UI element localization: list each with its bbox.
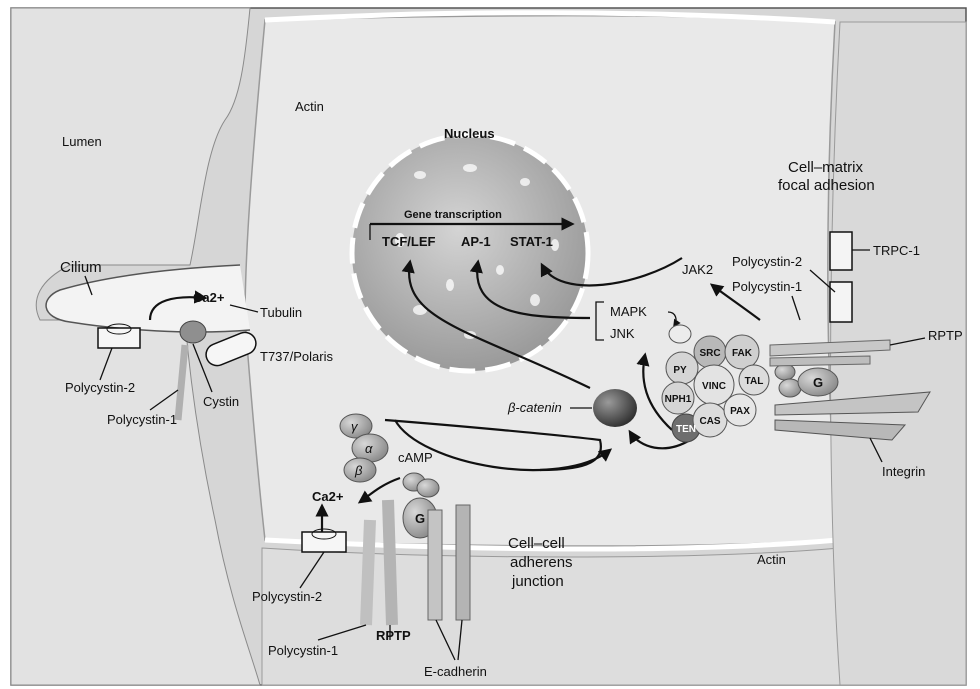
- label-g-bottom: G: [415, 511, 425, 526]
- label-alpha: α: [365, 441, 373, 456]
- g-protein-right-small-1: [775, 364, 795, 380]
- polycystin2-cilium-channel: [98, 328, 140, 348]
- fa-node-src: SRC: [699, 348, 720, 359]
- fa-node-pax: PAX: [730, 406, 750, 417]
- label-polycystin2-bottom: Polycystin-2: [252, 589, 322, 604]
- label-tcf-lef: TCF/LEF: [382, 234, 435, 249]
- label-beta: β: [354, 463, 363, 478]
- label-tubulin: Tubulin: [260, 305, 302, 320]
- fa-node-py: PY: [673, 365, 687, 376]
- label-e-cadherin: E-cadherin: [424, 664, 487, 679]
- label-polycystin2-left: Polycystin-2: [65, 380, 135, 395]
- label-rptp-bottom: RPTP: [376, 628, 411, 643]
- label-ap1: AP-1: [461, 234, 491, 249]
- beta-catenin-protein: [593, 389, 637, 427]
- label-trpc1: TRPC-1: [873, 243, 920, 258]
- label-polycystin2-right: Polycystin-2: [732, 254, 802, 269]
- label-cell-matrix-1: Cell–matrix: [788, 159, 864, 176]
- label-mapk: MAPK: [610, 304, 647, 319]
- label-rptp-right: RPTP: [928, 328, 963, 343]
- label-polycystin1-right: Polycystin-1: [732, 279, 802, 294]
- label-cell-cell-1: Cell–cell: [508, 535, 565, 552]
- label-t737-polaris: T737/Polaris: [260, 349, 333, 364]
- fa-node-tal: TAL: [745, 376, 764, 387]
- fa-node-cas: CAS: [699, 416, 720, 427]
- label-jnk: JNK: [610, 326, 635, 341]
- cystin-protein: [180, 321, 206, 343]
- label-ca-top: Ca2+: [193, 290, 225, 305]
- label-cell-cell-3: junction: [511, 573, 564, 590]
- label-lumen: Lumen: [62, 134, 102, 149]
- label-cell-cell-2: adherens: [510, 554, 573, 571]
- label-cilium: Cilium: [60, 259, 102, 276]
- label-nucleus: Nucleus: [444, 126, 495, 141]
- label-cystin: Cystin: [203, 394, 239, 409]
- label-actin-top: Actin: [295, 99, 324, 114]
- e-cadherin-2: [456, 505, 470, 620]
- label-polycystin1-left: Polycystin-1: [107, 412, 177, 427]
- label-actin-bottom: Actin: [757, 552, 786, 567]
- label-ca-bottom: Ca2+: [312, 489, 344, 504]
- e-cadherin-1: [428, 510, 442, 620]
- g-protein-bottom-2: [417, 479, 439, 497]
- label-polycystin1-bottom: Polycystin-1: [268, 643, 338, 658]
- polycystin2-bottom-channel: [302, 532, 346, 552]
- label-beta-catenin: β-catenin: [507, 400, 562, 415]
- fa-node-fak: FAK: [732, 348, 753, 359]
- trpc1-channel: [830, 232, 852, 270]
- fa-node-nph1: NPH1: [665, 394, 692, 405]
- polycystin1-bottom-stalk: [366, 520, 370, 625]
- label-stat1: STAT-1: [510, 234, 553, 249]
- matrix-region: [831, 22, 966, 685]
- label-integrin: Integrin: [882, 464, 925, 479]
- label-cell-matrix-2: focal adhesion: [778, 177, 875, 194]
- label-g-right: G: [813, 375, 823, 390]
- label-camp: cAMP: [398, 450, 433, 465]
- polycystin2-right-channel: [830, 282, 852, 322]
- fa-node-ten: TEN: [676, 424, 696, 435]
- rptp-right-2: [770, 356, 870, 366]
- label-gene-transcription: Gene transcription: [404, 209, 502, 221]
- label-jak2: JAK2: [682, 262, 713, 277]
- rptp-bottom-stalk: [388, 500, 392, 625]
- fa-node-vinc: VINC: [702, 381, 726, 392]
